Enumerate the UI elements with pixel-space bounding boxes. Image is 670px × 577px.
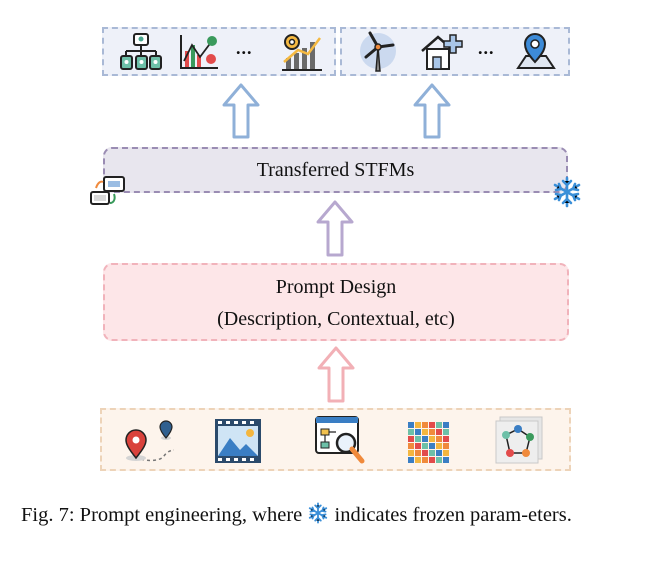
stfm-arrow bbox=[316, 200, 354, 257]
cube-cell bbox=[429, 443, 435, 449]
stfm-arrow-shape bbox=[316, 200, 354, 257]
cube-cell bbox=[443, 457, 449, 463]
cube-cell bbox=[415, 457, 421, 463]
cube-cell bbox=[443, 443, 449, 449]
caption-snowflake-icon bbox=[309, 502, 328, 524]
input-arrow bbox=[317, 346, 355, 403]
model-computer-icon bbox=[90, 176, 125, 205]
output-domain-box-right: ... bbox=[340, 27, 570, 76]
cube-cell bbox=[422, 436, 428, 442]
hierarchy-icon bbox=[120, 33, 162, 70]
cube-cell bbox=[408, 450, 414, 456]
cube-cell bbox=[422, 450, 428, 456]
cube-cell bbox=[415, 429, 421, 435]
prompt-title: Prompt Design bbox=[275, 276, 397, 298]
cube-cell bbox=[408, 443, 414, 449]
snowflake-icon bbox=[553, 176, 581, 208]
cube-cell bbox=[429, 436, 435, 442]
cube-cell bbox=[429, 429, 435, 435]
output-domain-box-left: ... bbox=[102, 27, 336, 76]
prompt-design-box: Prompt Design (Description, Contextual, … bbox=[103, 263, 569, 341]
cube-cell bbox=[436, 450, 442, 456]
transferred-stfms-box: Transferred STFMs bbox=[103, 147, 568, 193]
cube-cell bbox=[408, 436, 414, 442]
cube-cell bbox=[443, 436, 449, 442]
cube-cell bbox=[422, 422, 428, 428]
cube-cell bbox=[429, 422, 435, 428]
output-arrow-right-shape bbox=[413, 83, 451, 139]
stfm-label: Transferred STFMs bbox=[256, 159, 415, 181]
map-pin-icon bbox=[516, 33, 556, 69]
cube-cell bbox=[408, 422, 414, 428]
cube-cell bbox=[415, 422, 421, 428]
data-cube-icon bbox=[408, 422, 449, 463]
cube-cell bbox=[408, 429, 414, 435]
cube-cell bbox=[443, 429, 449, 435]
cube-cell bbox=[436, 429, 442, 435]
house-medical-icon bbox=[421, 34, 463, 70]
output-arrow-left-shape bbox=[222, 83, 260, 139]
cube-cell bbox=[429, 450, 435, 456]
cube-cell bbox=[415, 443, 421, 449]
cube-cell bbox=[436, 436, 442, 442]
flowchart-search-icon bbox=[315, 416, 365, 464]
cube-cell bbox=[436, 457, 442, 463]
cube-cell bbox=[443, 450, 449, 456]
cube-cell bbox=[422, 429, 428, 435]
cube-cell bbox=[415, 450, 421, 456]
cube-cell bbox=[422, 457, 428, 463]
output-arrow-right bbox=[413, 83, 451, 139]
gear-chart-icon bbox=[282, 34, 322, 71]
ellipsis-left: ... bbox=[236, 38, 253, 58]
output-arrow-left bbox=[222, 83, 260, 139]
prompt-subtitle: (Description, Contextual, etc) bbox=[217, 308, 455, 330]
wind-turbine-icon bbox=[360, 31, 396, 72]
cube-cell bbox=[422, 443, 428, 449]
cube-cell bbox=[436, 422, 442, 428]
caption-part2: indicates frozen param-eters. bbox=[334, 504, 572, 526]
figure-caption: Fig. 7: Prompt engineering, where indica… bbox=[21, 500, 646, 530]
graph-network-icon bbox=[495, 416, 543, 464]
location-trajectory-icon bbox=[125, 420, 175, 462]
cube-cell bbox=[415, 436, 421, 442]
cube-cell bbox=[429, 457, 435, 463]
input-data-box bbox=[100, 408, 571, 471]
bar-trend-icon bbox=[180, 35, 218, 69]
film-image-icon bbox=[215, 419, 261, 463]
caption-part1: Fig. 7: Prompt engineering, where bbox=[21, 504, 303, 526]
cube-cell bbox=[408, 457, 414, 463]
input-arrow-shape bbox=[317, 346, 355, 403]
cube-cell bbox=[436, 443, 442, 449]
ellipsis-right: ... bbox=[478, 38, 495, 58]
cube-cell bbox=[443, 422, 449, 428]
